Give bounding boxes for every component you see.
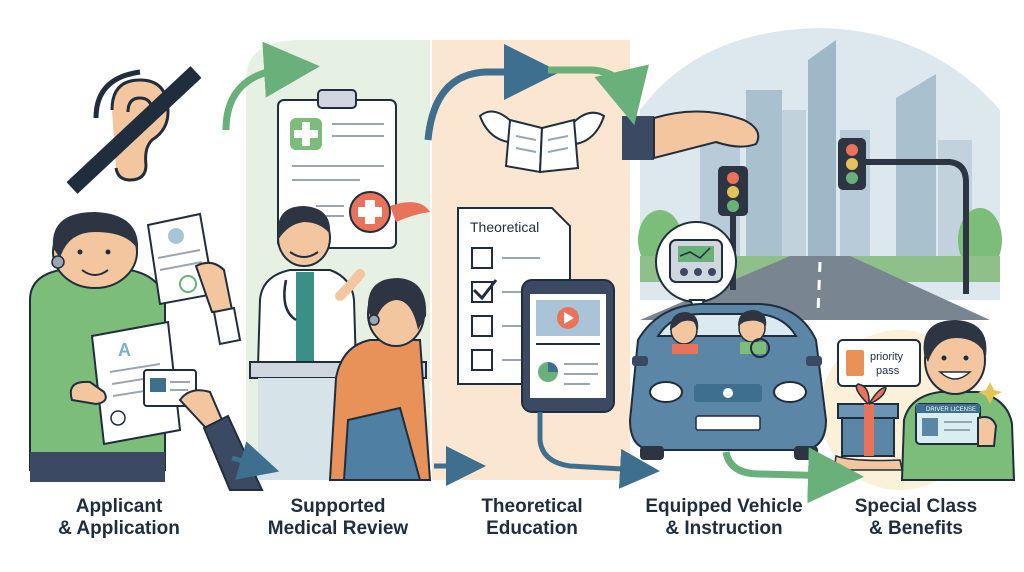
passenger-woman (670, 312, 699, 354)
flow-arrow-2-to-3 (424, 44, 560, 141)
worksheet-title: Theoretical (470, 219, 539, 235)
caption-line-2: & Instruction (665, 518, 783, 539)
stage-caption-applicant: Applicant & Application (19, 496, 219, 540)
patient-person (328, 278, 432, 481)
doctor-person (256, 206, 365, 367)
driver-man (738, 310, 770, 358)
flow-arrow-1-to-2 (222, 41, 320, 131)
flow-arrow-3-to-4 (548, 64, 649, 126)
stage-caption-medical: Supported Medical Review (238, 496, 438, 540)
hearing-impaired-icon (66, 66, 202, 194)
priority-pass-label-1: priority (870, 351, 904, 363)
caption-line-1: Applicant (75, 496, 163, 517)
priority-pass-card: priority pass (837, 339, 921, 387)
flow-arrow-bottom-1-to-2 (231, 441, 280, 480)
application-form: A (69, 320, 182, 446)
checkmark-icon (472, 279, 498, 301)
license-card-label: DRIVER LICENSE (926, 407, 976, 413)
checkbox-4 (471, 349, 493, 371)
caption-line-2: Education (486, 518, 578, 539)
winged-medical-badge-icon (316, 191, 430, 233)
caption-line-2: & Application (58, 518, 180, 539)
car (628, 303, 828, 460)
priority-pass-label-2: pass (876, 365, 900, 377)
winged-book-icon (478, 110, 606, 174)
caption-line-1: Theoretical (481, 496, 583, 517)
flow-arrow-4-to-5 (722, 447, 864, 504)
driver-license-card: DRIVER LICENSE (915, 403, 998, 447)
caption-line-1: Equipped Vehicle (645, 496, 803, 517)
tablet-device (521, 279, 615, 413)
caption-line-2: Medical Review (267, 518, 409, 539)
stage-caption-vehicle: Equipped Vehicle & Instruction (624, 496, 824, 540)
checkbox-1 (471, 247, 493, 269)
stage-caption-education: Theoretical Education (432, 496, 632, 540)
document-in-hand (146, 212, 242, 346)
traffic-light-right (838, 138, 969, 294)
stage-caption-benefits: Special Class & Benefits (816, 496, 1016, 540)
checkbox-3 (471, 315, 493, 337)
gift-box-icon (833, 383, 903, 471)
caption-line-1: Special Class (854, 496, 978, 517)
svg-text:A: A (118, 340, 131, 360)
caption-line-2: & Benefits (869, 518, 963, 539)
caption-line-1: Supported (290, 496, 386, 517)
flow-arrow-tablet-to-car (537, 412, 660, 489)
checkbox-2 (471, 281, 493, 303)
